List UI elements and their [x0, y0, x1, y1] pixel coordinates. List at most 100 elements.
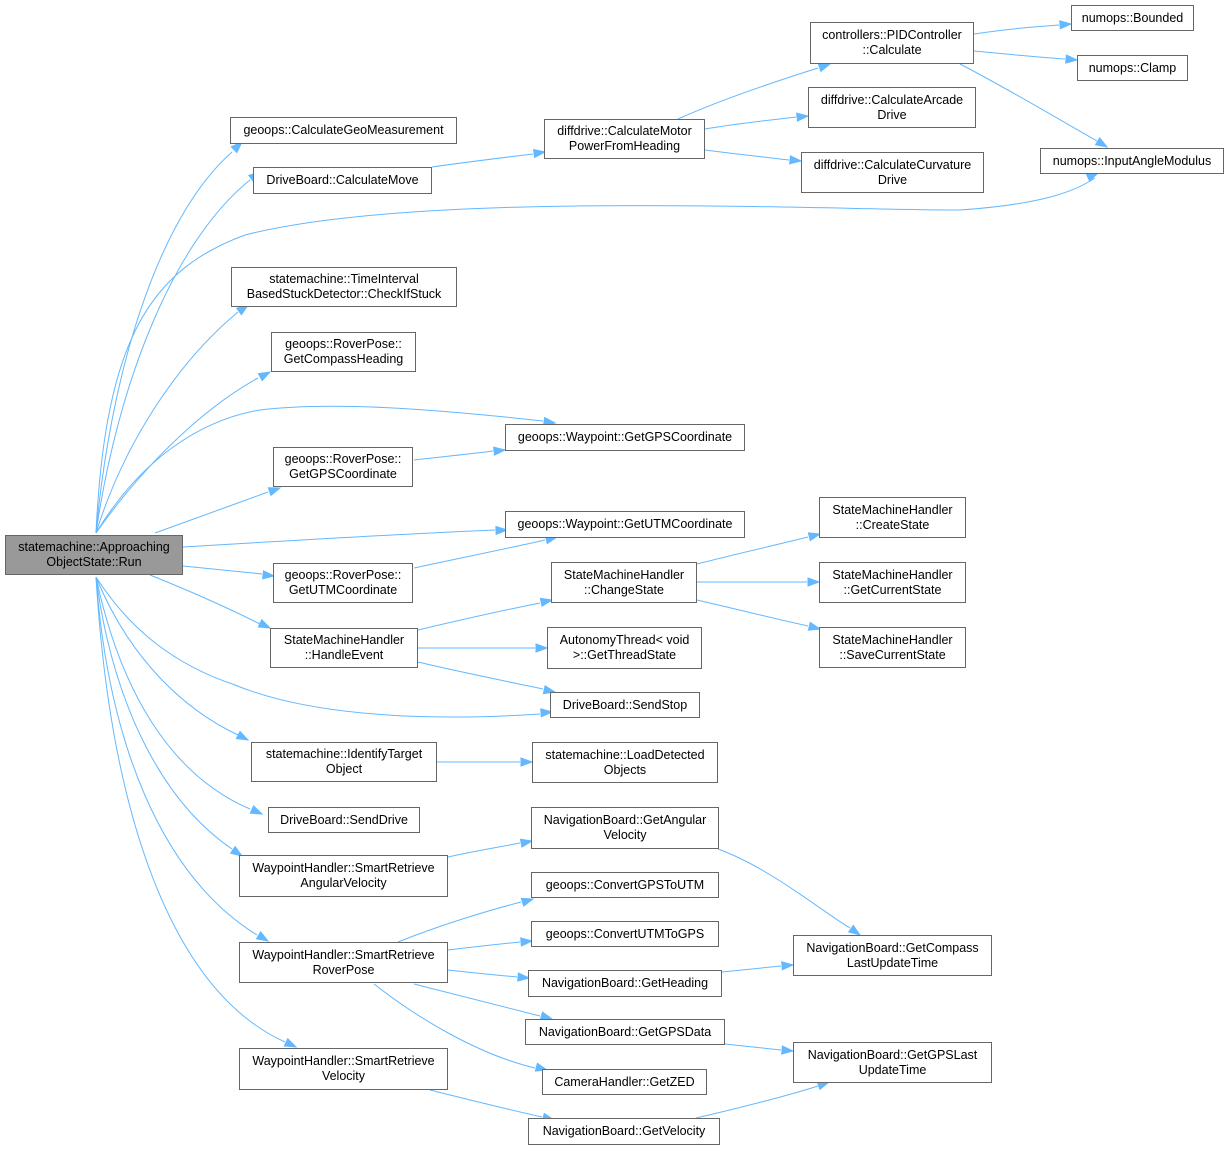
- call-graph-edges: [95, 20, 1109, 1122]
- node-label-line: geoops::CalculateGeoMeasurement: [243, 123, 444, 137]
- node-label-line: NavigationBoard::GetAngular: [543, 813, 707, 827]
- node-label-line: diffdrive::CalculateMotor: [557, 124, 692, 138]
- node-wp-gps[interactable]: geoops::Waypoint::GetGPSCoordinate: [505, 424, 745, 451]
- node-label-line: geoops::RoverPose::: [285, 337, 402, 351]
- node-label-line: geoops::Waypoint::GetGPSCoordinate: [517, 430, 733, 444]
- node-pid-calc[interactable]: controllers::PIDController::Calculate: [810, 22, 974, 64]
- node-label-line: DriveBoard::CalculateMove: [266, 173, 419, 187]
- node-label-line: Object: [325, 762, 363, 776]
- edge-line: [95, 576, 233, 850]
- edge-line: [95, 179, 251, 534]
- node-calc-move[interactable]: DriveBoard::CalculateMove: [253, 167, 432, 194]
- node-save-state[interactable]: StateMachineHandler::SaveCurrentState: [819, 627, 966, 668]
- arrowhead-icon: [519, 838, 534, 848]
- node-wp-utm[interactable]: geoops::Waypoint::GetUTMCoordinate: [505, 511, 745, 538]
- arrowhead-icon: [257, 618, 272, 629]
- node-label-line: diffdrive::CalculateArcade: [820, 92, 964, 107]
- node-label-line: ::GetCurrentState: [843, 582, 942, 597]
- edge-line: [397, 901, 522, 943]
- node-bounded[interactable]: numops::Bounded: [1071, 5, 1194, 31]
- arrowhead-icon: [283, 1037, 298, 1048]
- node-create-state[interactable]: StateMachineHandler::CreateState: [819, 497, 966, 538]
- node-handle-event[interactable]: StateMachineHandler::HandleEvent: [270, 628, 418, 668]
- arrowhead-icon: [1094, 137, 1109, 148]
- node-label-line: UpdateTime: [858, 1062, 927, 1077]
- arrowhead-icon: [796, 112, 810, 122]
- arrowhead-icon: [535, 643, 549, 653]
- edge-rp_gps-to-wp_gps: [413, 446, 507, 461]
- node-label-line: ::Calculate: [862, 43, 922, 57]
- arrowhead-icon: [1059, 20, 1073, 30]
- node-label-line: Velocity: [603, 828, 647, 842]
- node-label-line: statemachine::TimeInterval: [269, 272, 419, 286]
- edge-line: [973, 24, 1060, 35]
- edge-line: [182, 565, 263, 575]
- node-label-line: >::GetThreadState: [572, 648, 677, 662]
- node-gps-to-utm[interactable]: geoops::ConvertGPSToUTM: [531, 872, 719, 898]
- node-cam-zed[interactable]: CameraHandler::GetZED: [542, 1069, 707, 1095]
- node-label-line: AngularVelocity: [300, 876, 387, 890]
- node-label-line: RoverPose: [312, 962, 375, 977]
- node-label-line: NavigationBoard::GetGPSData: [538, 1024, 712, 1039]
- node-label-line: WaypointHandler::SmartRetrieve: [252, 861, 435, 875]
- node-calc-geo[interactable]: geoops::CalculateGeoMeasurement: [230, 117, 457, 144]
- edge-change_state-to-current_state: [696, 577, 821, 587]
- node-nav-heading[interactable]: NavigationBoard::GetHeading: [528, 970, 722, 997]
- arrowhead-icon: [807, 577, 821, 587]
- edge-run-to-sr_pose: [95, 576, 270, 942]
- node-current-state[interactable]: StateMachineHandler::GetCurrentState: [819, 562, 966, 603]
- edge-run-to-send_drive: [95, 576, 264, 815]
- node-label-line: statemachine::IdentifyTarget: [265, 747, 423, 761]
- edge-nav_gpsdata-to-gps_update: [724, 1043, 795, 1055]
- edge-line: [704, 116, 797, 130]
- node-send-drive[interactable]: DriveBoard::SendDrive: [268, 807, 420, 833]
- edge-line: [413, 450, 494, 461]
- node-thread-state[interactable]: AutonomyThread< void>::GetThreadState: [547, 627, 702, 669]
- edge-run-to-calc_geo: [95, 140, 244, 534]
- node-clamp[interactable]: numops::Clamp: [1077, 55, 1188, 81]
- node-change-state[interactable]: StateMachineHandler::ChangeState: [551, 562, 697, 603]
- node-label-line: ::CreateState: [855, 517, 930, 532]
- node-send-stop[interactable]: DriveBoard::SendStop: [550, 692, 700, 718]
- edge-run-to-calc_move: [95, 171, 262, 534]
- edge-line: [95, 576, 286, 1043]
- arrowhead-icon: [807, 532, 822, 542]
- node-angle-mod[interactable]: numops::InputAngleModulus: [1040, 148, 1224, 174]
- edge-line: [417, 661, 544, 690]
- edge-line: [95, 576, 251, 810]
- edge-line: [696, 599, 809, 627]
- node-nav-gpsdata[interactable]: NavigationBoard::GetGPSData: [525, 1019, 725, 1045]
- edge-nav_angular-to-compass_update: [717, 848, 862, 936]
- node-label-line: WaypointHandler::SmartRetrieve: [252, 947, 435, 962]
- arrowhead-icon: [230, 140, 244, 154]
- edge-handle_event-to-change_state: [417, 597, 554, 631]
- node-nav-velocity[interactable]: NavigationBoard::GetVelocity: [528, 1118, 720, 1145]
- edge-identify_target-to-load_detected: [437, 757, 534, 767]
- node-label-line: diffdrive::CalculateCurvature: [813, 157, 972, 172]
- arrowhead-icon: [249, 805, 264, 815]
- node-rp-utm[interactable]: geoops::RoverPose::GetUTMCoordinate: [273, 563, 413, 603]
- edge-line: [95, 576, 258, 936]
- node-compass-heading[interactable]: geoops::RoverPose::GetCompassHeading: [271, 332, 416, 372]
- edge-sr_pose-to-nav_heading: [447, 969, 531, 982]
- edge-sr_pose-to-nav_gpsdata: [413, 983, 554, 1021]
- edge-run-to-handle_event: [149, 574, 272, 629]
- node-label-line: BasedStuckDetector::CheckIfStuck: [246, 287, 442, 301]
- node-utm-to-gps[interactable]: geoops::ConvertUTMToGPS: [531, 921, 719, 947]
- node-rp-gps[interactable]: geoops::RoverPose::GetGPSCoordinate: [273, 447, 413, 487]
- edge-sr_pose-to-gps_to_utm: [397, 897, 535, 943]
